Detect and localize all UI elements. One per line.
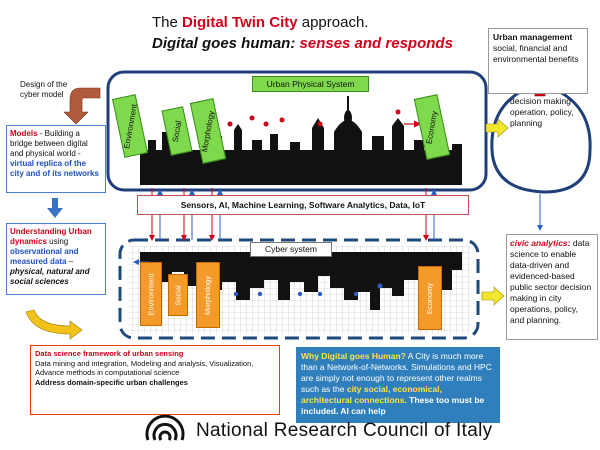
cnr-logo [147, 416, 183, 440]
design-text: Design of the cyber model [20, 80, 80, 100]
decision-text: decision making operation, policy, plann… [510, 96, 580, 129]
tag-social-cyber: Social [168, 274, 188, 316]
models-box: Models - Building a bridge between digit… [6, 125, 106, 193]
data-science-framework-box: Data science framework of urban sensing … [30, 345, 280, 415]
civic-analytics-box: civic analytics: data science to enable … [506, 234, 598, 340]
why-digital-box: Why Digital goes Human? A City is much m… [296, 347, 500, 423]
footer-org-name: National Research Council of Italy [196, 420, 492, 442]
urban-management-box: Urban management social, financial and e… [488, 28, 588, 94]
yellow-arrow-left [26, 310, 82, 339]
sensors-bar: Sensors, AI, Machine Learning, Software … [137, 195, 469, 215]
yellow-arrow-bottom [482, 287, 504, 305]
tag-morphology-cyber: Morphology [196, 262, 220, 328]
urban-physical-system-label: Urban Physical System [252, 76, 369, 92]
tag-economy-cyber: Economy [418, 266, 442, 330]
cyber-system-label: Cyber system [250, 242, 332, 257]
urban-dynamics-box: Understanding Urban dynamics using obser… [6, 223, 106, 295]
down-arrow-blue [47, 198, 63, 218]
tag-environment-cyber: Environment [140, 262, 162, 326]
